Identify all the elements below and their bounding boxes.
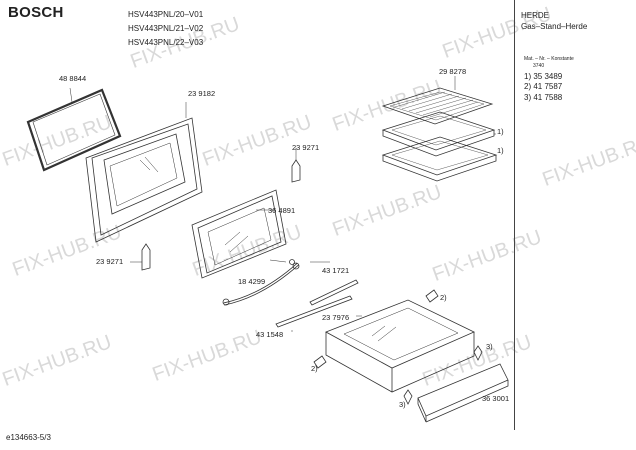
reference-marker: 2) [440,293,447,302]
clip [425,289,439,303]
constant-value: 3740 [533,63,545,69]
door-seal [26,87,122,172]
clip [473,345,483,361]
model-number-1: HSV443PNL/20–V01 [128,10,204,19]
trim-strip [309,279,359,306]
document-code: e134663-5/3 [6,433,51,442]
inner-door-panel [85,102,203,243]
door-hinge [291,148,301,183]
part-number-label: 36 4891 [268,206,296,215]
subcategory-label: Gas–Stand–Herde [521,22,588,31]
reference-marker: 3) [399,400,406,409]
mat-number-header: Mat. – Nr. – Konstante [524,56,574,62]
model-number-2: HSV443PNL/21–V02 [128,24,204,33]
part-number-label: 23 9271 [292,143,320,152]
reference-marker: 1) [497,127,504,136]
reference-marker: 2) [311,364,318,373]
sidebar-item: 2) 41 7587 [524,82,563,91]
part-number-label: 23 9271 [96,257,124,266]
sidebar-divider [514,0,515,430]
category-label: HERDE [521,11,550,20]
clip [313,355,327,369]
oven-rack [381,87,494,125]
part-number-label: 43 1548 [256,330,284,339]
outer-door-panel [191,189,287,279]
part-number-label: 23 9182 [188,89,216,98]
door-hinge [130,243,151,271]
part-number-label: 18 4299 [238,277,266,286]
reference-marker: 1) [497,146,504,155]
part-number-label: 36 3001 [482,394,510,403]
brand-logo: BOSCH [8,4,64,21]
baking-tray [381,136,498,182]
part-number-label: 29 8278 [439,67,467,76]
part-number-label: 23 7976 [322,313,350,322]
clip [403,389,413,405]
reference-marker: 3) [486,342,493,351]
model-number-3: HSV443PNL/22–V03 [128,38,204,47]
sidebar-item: 1) 35 3489 [524,72,563,81]
part-number-label: 43 1721 [322,266,350,275]
door-handle [222,259,300,306]
storage-drawer [325,299,475,393]
trim-strip [275,295,353,328]
sidebar-item: 3) 41 7588 [524,93,563,102]
drawer-front-panel [417,363,509,423]
part-number-label: 48 8844 [59,74,87,83]
